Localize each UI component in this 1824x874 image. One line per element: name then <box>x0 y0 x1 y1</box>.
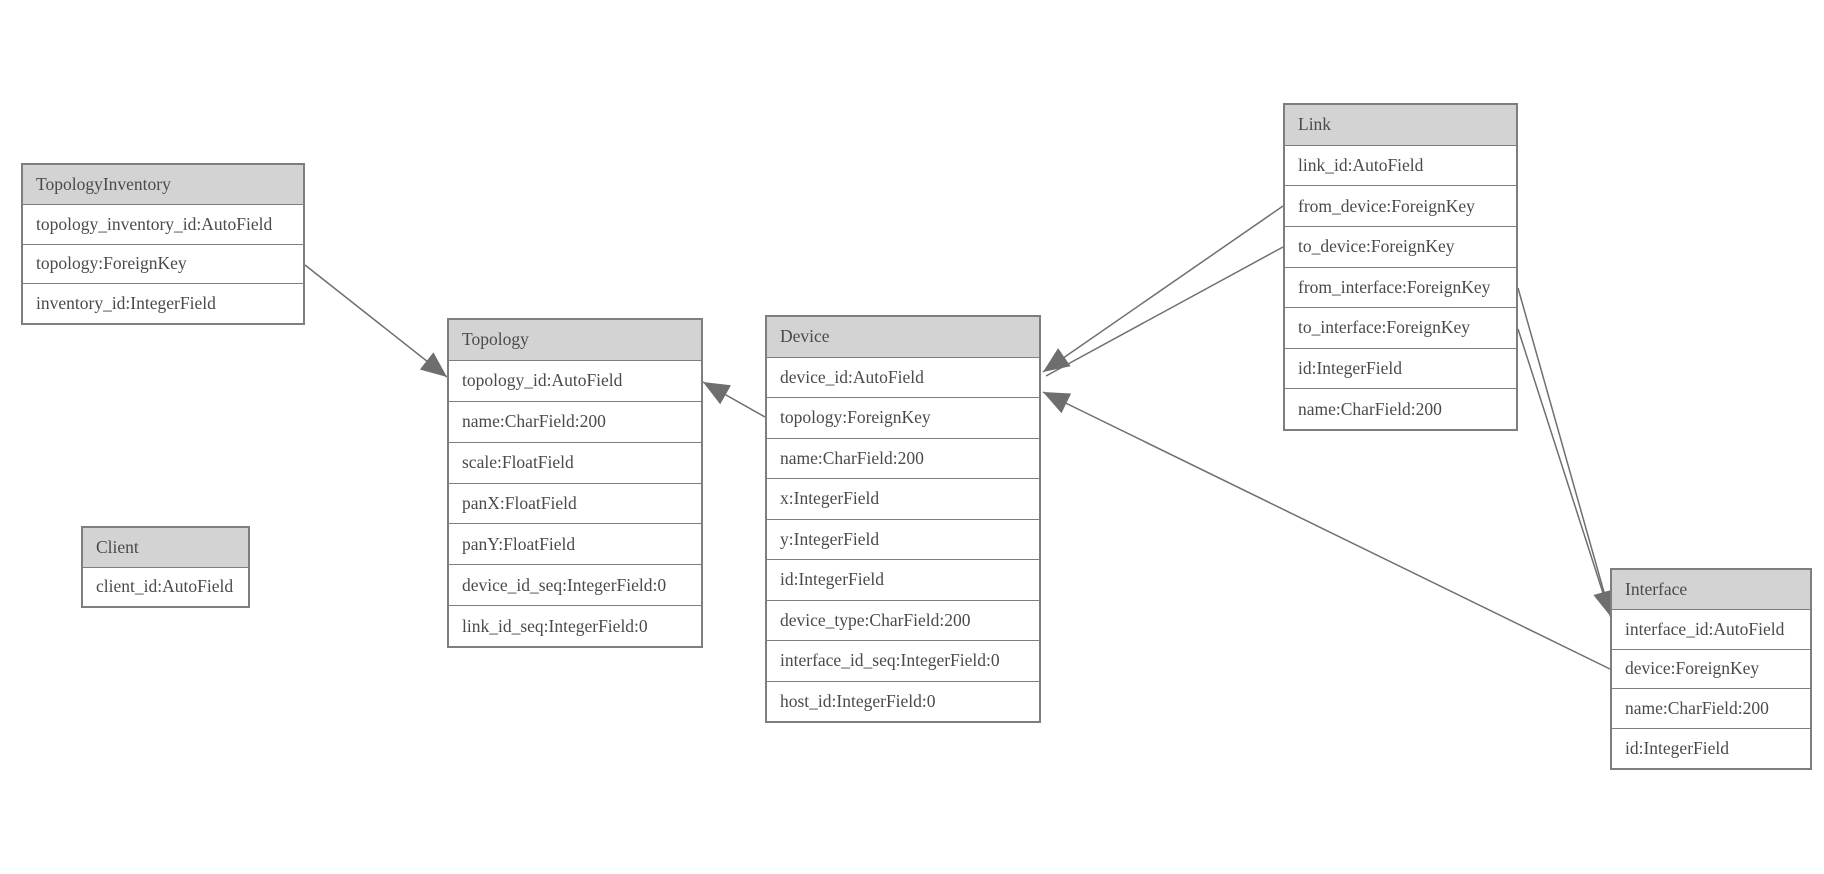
relationship-line-link-frominterface-interface <box>1517 287 1615 618</box>
entity-table-client: Client client_id:AutoField <box>81 526 250 608</box>
entity-table-topologyinventory: TopologyInventory topology_inventory_id:… <box>21 163 305 325</box>
field-row: scale:FloatField <box>449 442 701 484</box>
field-row: to_device:ForeignKey <box>1285 226 1516 268</box>
relationship-line-link-tointerface-interface <box>1517 328 1613 622</box>
field-row: client_id:AutoField <box>83 567 248 606</box>
relationship-line-topologyinventory-topology <box>304 264 448 378</box>
field-row: from_device:ForeignKey <box>1285 186 1516 227</box>
entity-title: TopologyInventory <box>23 165 303 205</box>
field-row: name:CharField:200 <box>449 401 701 443</box>
field-row: name:CharField:200 <box>767 438 1039 479</box>
field-row: topology_inventory_id:AutoField <box>23 204 303 245</box>
field-row: interface_id_seq:IntegerField:0 <box>767 641 1039 682</box>
field-row: id:IntegerField <box>1285 348 1516 390</box>
field-row: y:IntegerField <box>767 519 1039 560</box>
field-row: device_type:CharField:200 <box>767 600 1039 641</box>
entity-title: Interface <box>1612 570 1810 610</box>
field-row: topology_id:AutoField <box>449 360 701 402</box>
field-row: device_id_seq:IntegerField:0 <box>449 565 701 607</box>
field-row: name:CharField:200 <box>1285 389 1516 429</box>
field-row: id:IntegerField <box>767 560 1039 601</box>
field-row: link_id:AutoField <box>1285 145 1516 187</box>
field-row: name:CharField:200 <box>1612 689 1810 730</box>
field-row: from_interface:ForeignKey <box>1285 267 1516 309</box>
field-row: host_id:IntegerField:0 <box>767 681 1039 721</box>
field-row: link_id_seq:IntegerField:0 <box>449 606 701 646</box>
relationship-line-interface-device <box>1042 391 1611 670</box>
entity-title: Link <box>1285 105 1516 146</box>
field-row: interface_id:AutoField <box>1612 609 1810 650</box>
entity-title: Device <box>767 317 1039 358</box>
field-row: device:ForeignKey <box>1612 649 1810 690</box>
field-row: panX:FloatField <box>449 483 701 525</box>
field-row: topology:ForeignKey <box>767 398 1039 439</box>
field-row: topology:ForeignKey <box>23 244 303 285</box>
entity-title: Topology <box>449 320 701 361</box>
relationship-line-link-fromdevice-device <box>1042 205 1284 373</box>
relationship-line-link-todevice-device <box>1045 246 1284 377</box>
field-row: device_id:AutoField <box>767 357 1039 398</box>
entity-title: Client <box>83 528 248 568</box>
field-row: x:IntegerField <box>767 479 1039 520</box>
field-row: inventory_id:IntegerField <box>23 284 303 323</box>
field-row: panY:FloatField <box>449 524 701 566</box>
relationship-line-device-topology <box>702 381 766 418</box>
field-row: to_interface:ForeignKey <box>1285 308 1516 349</box>
field-row: id:IntegerField <box>1612 729 1810 768</box>
